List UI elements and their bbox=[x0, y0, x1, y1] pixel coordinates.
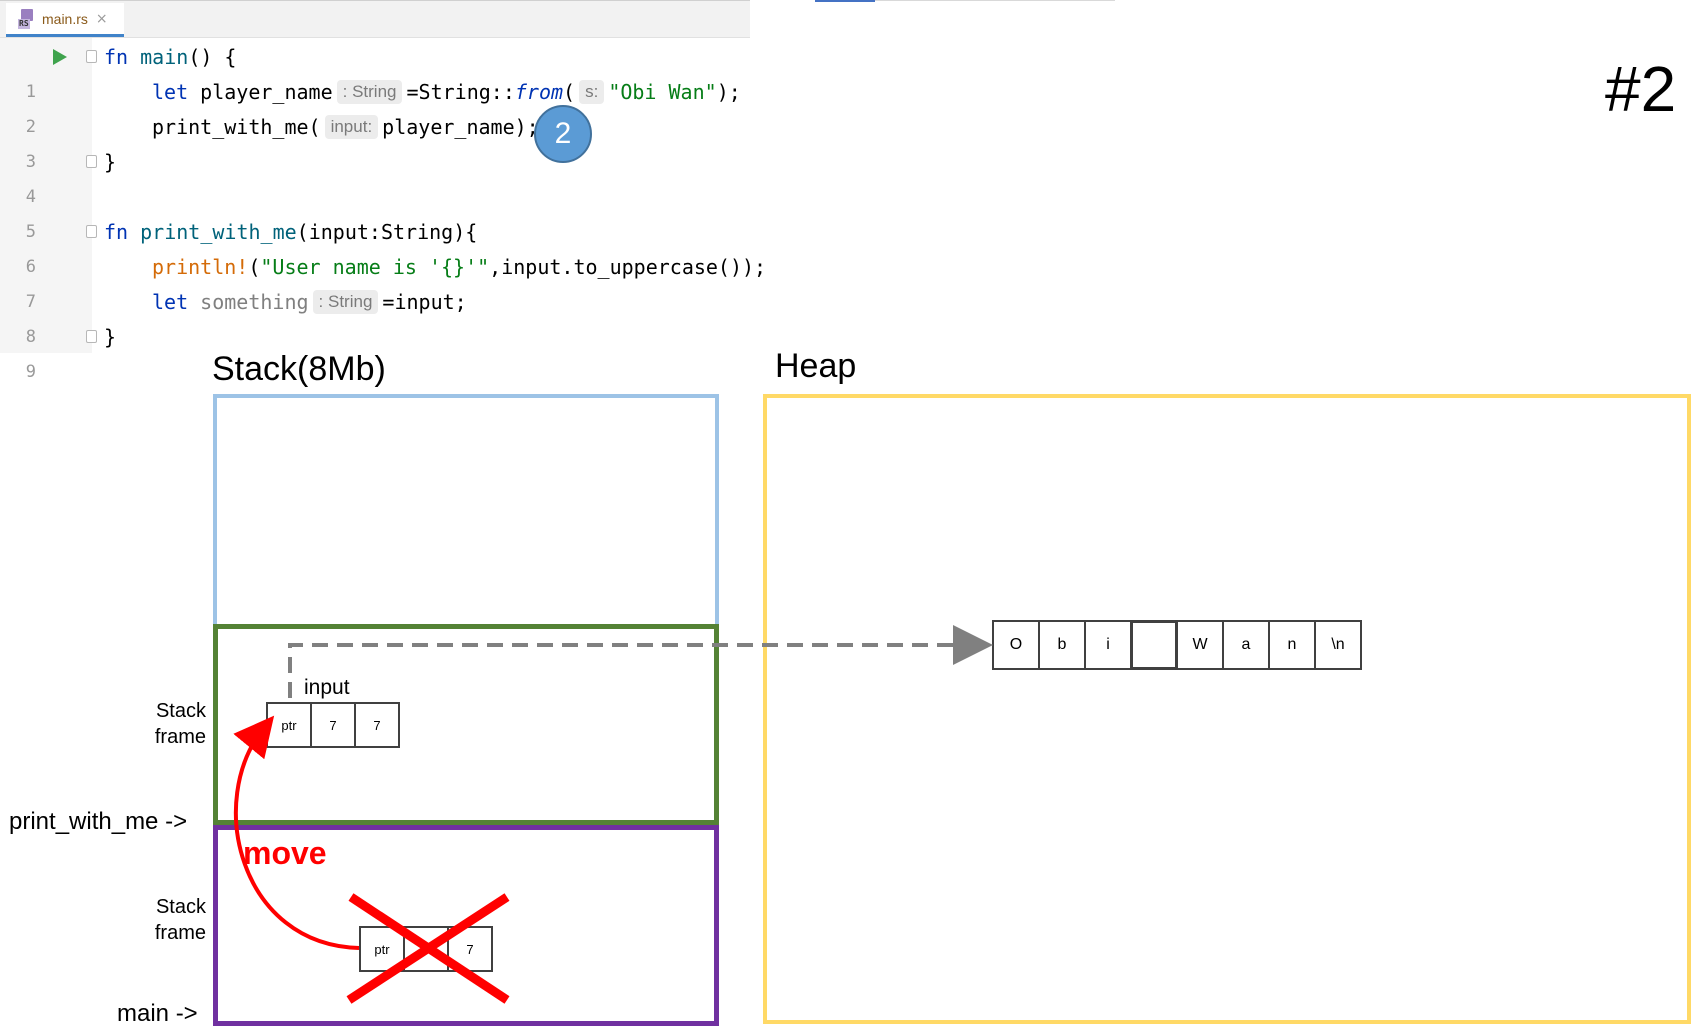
fold-icon[interactable] bbox=[86, 155, 97, 168]
ptr-cell: ptr bbox=[359, 926, 405, 972]
tab-label: main.rs bbox=[42, 10, 88, 27]
code-line[interactable]: 7 println!("User name is '{}'",input.to_… bbox=[0, 250, 766, 312]
line-number: 1 bbox=[25, 82, 36, 102]
heap-byte-cell: b bbox=[1038, 620, 1086, 670]
close-icon[interactable]: × bbox=[95, 10, 108, 27]
line-number: 7 bbox=[25, 292, 36, 312]
param-hint: input: bbox=[324, 115, 379, 139]
code-line[interactable]: 5 bbox=[0, 180, 750, 242]
capacity-cell: 7 bbox=[447, 926, 493, 972]
fold-icon[interactable] bbox=[86, 330, 97, 343]
code-line[interactable]: 8 let something: String=input; bbox=[0, 285, 750, 347]
run-icon[interactable] bbox=[53, 49, 67, 65]
heap-byte-cell: a bbox=[1222, 620, 1270, 670]
slide-top-rule bbox=[875, 0, 1115, 1]
line-number: 2 bbox=[25, 117, 36, 137]
line-number: 5 bbox=[25, 222, 36, 242]
move-label: move bbox=[243, 835, 327, 871]
step-badge: 2 bbox=[534, 105, 592, 163]
code-line[interactable]: 3 print_with_me(input:player_name); bbox=[0, 110, 750, 172]
code-line[interactable]: 2 let player_name: String=String::from(s… bbox=[0, 75, 750, 137]
fold-icon[interactable] bbox=[86, 225, 97, 238]
capacity-cell: 7 bbox=[354, 702, 400, 748]
code-line[interactable]: 4 } bbox=[0, 145, 750, 207]
stack-title: Stack(8Mb) bbox=[212, 350, 386, 388]
code-line[interactable]: 1 fn main() { bbox=[0, 40, 750, 102]
print-with-me-frame-pointer: print_with_me -> bbox=[9, 808, 188, 835]
ptr-cell: ptr bbox=[266, 702, 312, 748]
heap-string-bytes: O b i W a n \n bbox=[992, 620, 1362, 670]
editor-tab-bar: RS main.rs × bbox=[0, 1, 750, 38]
type-hint: : String bbox=[312, 290, 379, 314]
main-frame-pointer: main -> bbox=[117, 1000, 198, 1027]
heap-region bbox=[763, 394, 1691, 1024]
heap-byte-cell bbox=[1130, 620, 1178, 670]
fold-icon[interactable] bbox=[86, 50, 97, 63]
editor-gutter bbox=[0, 38, 92, 353]
len-cell bbox=[403, 926, 449, 972]
print-with-me-stack-frame bbox=[213, 624, 719, 825]
param-hint: s: bbox=[579, 80, 605, 104]
heap-byte-cell: i bbox=[1084, 620, 1132, 670]
slide-top-accent-line bbox=[815, 0, 875, 2]
input-string-struct: ptr 7 7 bbox=[266, 702, 400, 748]
rust-file-icon: RS bbox=[18, 8, 36, 29]
heap-byte-cell: \n bbox=[1314, 620, 1362, 670]
line-number: 9 bbox=[25, 362, 36, 382]
code-editor: RS main.rs × 1 fn main() { 2 let player_… bbox=[0, 0, 766, 382]
len-cell: 7 bbox=[310, 702, 356, 748]
line-number: 6 bbox=[25, 257, 36, 277]
step-title: #2 bbox=[1605, 53, 1677, 125]
heap-title: Heap bbox=[775, 347, 857, 385]
input-variable-label: input bbox=[304, 676, 350, 699]
heap-byte-cell: O bbox=[992, 620, 1040, 670]
type-hint: : String bbox=[336, 80, 403, 104]
tab-main-rs[interactable]: RS main.rs × bbox=[6, 3, 124, 37]
line-number: 4 bbox=[25, 187, 36, 207]
code-line[interactable]: 6 fn print_with_me(input:String){ bbox=[0, 215, 750, 277]
line-number: 8 bbox=[25, 327, 36, 347]
player-name-string-struct: ptr 7 bbox=[359, 926, 493, 972]
heap-byte-cell: W bbox=[1176, 620, 1224, 670]
heap-byte-cell: n bbox=[1268, 620, 1316, 670]
line-number: 3 bbox=[25, 152, 36, 172]
code-line[interactable]: 9 } bbox=[0, 320, 750, 382]
main-stack-frame bbox=[213, 825, 719, 1026]
